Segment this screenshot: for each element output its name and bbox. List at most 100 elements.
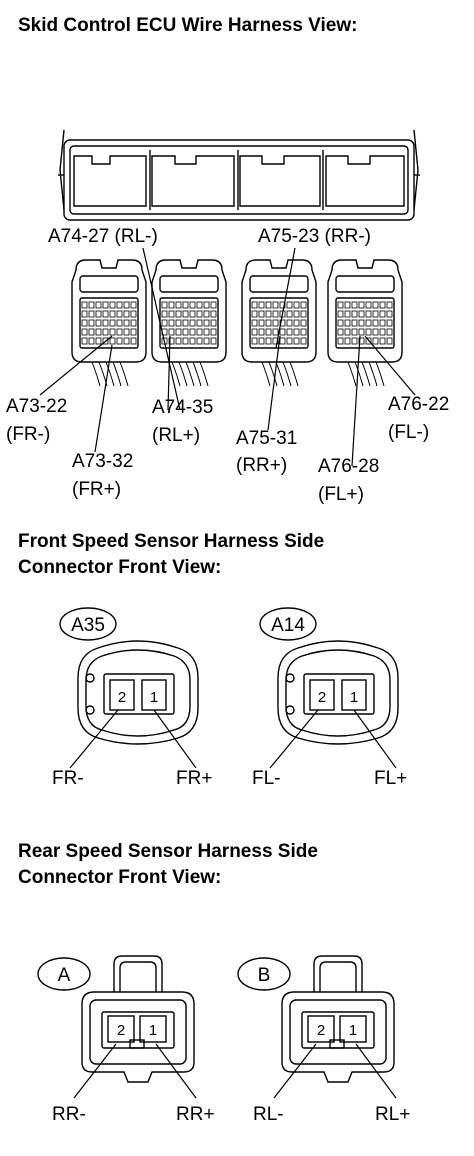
plug-pin (203, 301, 210, 309)
label-a76-28-pin: A76-28 (318, 456, 380, 477)
heading-ecu: Skid Control ECU Wire Harness View: (18, 15, 358, 36)
plug-wire (112, 361, 122, 387)
plug-pin (161, 310, 168, 318)
plug-pin (130, 319, 137, 327)
plug-body (241, 259, 317, 363)
plug-pin (203, 337, 210, 345)
plug-pin (88, 328, 95, 336)
plug-pin (102, 319, 109, 327)
plug-pin (196, 328, 203, 336)
plug-pin (358, 319, 365, 327)
plug-pin (168, 319, 175, 327)
connector-tab (313, 955, 363, 992)
plug-pin (272, 310, 279, 318)
plug-pin (293, 328, 300, 336)
connector-leader-right (153, 709, 197, 769)
plug-pin (351, 319, 358, 327)
plug-pin (286, 310, 293, 318)
plug-wire (171, 361, 181, 387)
plug-pin (358, 301, 365, 309)
plug-pin (81, 301, 88, 309)
plug-pin (351, 301, 358, 309)
label-a74-35-pin: A74-35 (152, 397, 214, 418)
ecu-socket-a74 (151, 155, 235, 207)
leader-a74-27 (142, 247, 181, 411)
plug-pin (365, 301, 372, 309)
plug-pin (81, 328, 88, 336)
plug-pin (203, 319, 210, 327)
plug-pin (344, 310, 351, 318)
plug-pin (351, 337, 358, 345)
plug-pin (286, 319, 293, 327)
label-a75-23: A75-23 (RR-) (258, 226, 371, 247)
plug-pin (189, 328, 196, 336)
plug-pin (123, 310, 130, 318)
plug-pin (344, 328, 351, 336)
front-connector-a14: A14 2 1 (259, 607, 399, 769)
plug-pin (210, 319, 217, 327)
plug-pin (358, 328, 365, 336)
connector-housing-inner (85, 649, 191, 737)
plug-pin (88, 310, 95, 318)
plug-pin (379, 301, 386, 309)
plug-pin (189, 337, 196, 345)
plug-pin (265, 310, 272, 318)
plug-pin (116, 319, 123, 327)
plug-latch (159, 275, 219, 293)
plug-pin (123, 328, 130, 336)
connector-hole (85, 705, 95, 715)
plug-pin (265, 319, 272, 327)
label-a76-22-pin: A76-22 (388, 394, 450, 415)
plug-pin (286, 328, 293, 336)
plug-pin (116, 328, 123, 336)
plug-pin (337, 337, 344, 345)
plug-pin (300, 319, 307, 327)
plug-pin (251, 319, 258, 327)
connector-leader-right (353, 709, 397, 769)
connector-tag: A14 (271, 615, 305, 636)
plug-wire (91, 361, 101, 387)
connector-leader-left (273, 1043, 317, 1099)
plug-pin (175, 319, 182, 327)
plug-pin (161, 319, 168, 327)
plug-pin (95, 319, 102, 327)
plug-pin (386, 310, 393, 318)
plug-pin (372, 301, 379, 309)
label-a73-32-signal: (FR+) (72, 479, 122, 500)
plug-pin (130, 301, 137, 309)
connector-leader-right (355, 1043, 397, 1099)
connector-housing (277, 640, 399, 745)
plug-pin (272, 328, 279, 336)
plug-wire (361, 361, 371, 387)
plug-a75 (241, 259, 317, 387)
ecu-socket-a75 (239, 155, 321, 207)
plug-pin (109, 328, 116, 336)
plug-wire (289, 361, 299, 387)
plug-pin (109, 310, 116, 318)
plug-pin (386, 337, 393, 345)
plug-pin (365, 310, 372, 318)
plug-pin (175, 310, 182, 318)
connector-tag-ellipse (37, 957, 91, 991)
ecu-socket-a76 (325, 155, 405, 207)
connector-pin-left-box (107, 1015, 135, 1043)
plug-pin (81, 310, 88, 318)
heading-rear-line2: Connector Front View: (18, 867, 222, 888)
plug-pin (81, 337, 88, 345)
plug-pin (88, 337, 95, 345)
plug-pin (365, 319, 372, 327)
connector-tag-ellipse (259, 607, 317, 641)
plug-pin (116, 337, 123, 345)
connector-pin-left: 2 (318, 689, 326, 706)
plug-pin (210, 337, 217, 345)
plug-pin (203, 310, 210, 318)
label-fl-minus: FL- (252, 768, 281, 789)
heading-rear-line1: Rear Speed Sensor Harness Side (18, 841, 318, 862)
plug-pin (300, 310, 307, 318)
plug-pin (175, 328, 182, 336)
plug-pin (168, 328, 175, 336)
plug-pin (272, 337, 279, 345)
connector-pin-right: 1 (350, 689, 358, 706)
